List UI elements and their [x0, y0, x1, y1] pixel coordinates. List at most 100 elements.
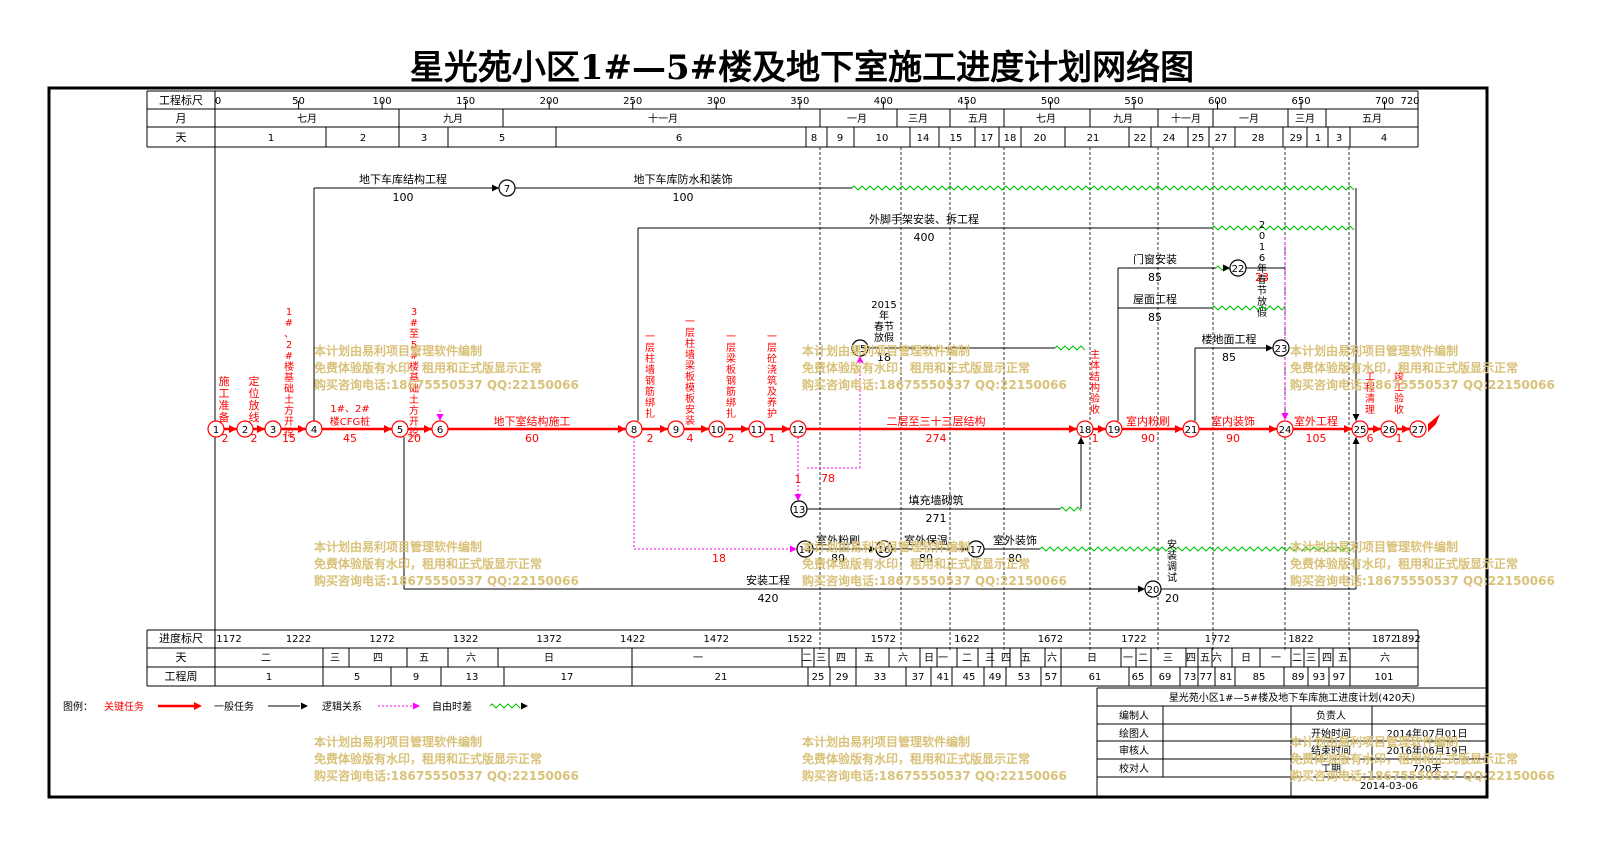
task-name-t_9_10-char: 层 — [685, 327, 695, 339]
task-name-t_18_19-char: 构 — [1090, 381, 1100, 394]
watermark-line1: 本计划由易利项目管理软件编制 — [314, 734, 482, 749]
legend-critical: 关键任务 — [104, 700, 144, 713]
task-name-t_5_6-char: 础 — [409, 383, 419, 395]
scale-label: 工程标尺 — [159, 93, 203, 107]
day-cell: 18 — [1004, 133, 1017, 144]
legend-logic: 逻辑关系 — [322, 700, 362, 713]
network-node — [1272, 339, 1290, 357]
task-name-t_5_6-char: 方 — [409, 404, 419, 417]
task-name-t_11_12-char: 护 — [767, 407, 777, 420]
task-name-t_5_6-char: 开 — [409, 417, 419, 428]
weekday-cell: 三 — [985, 653, 995, 664]
watermark-line2: 免费体验版有水印，租用和正式版显示正常 — [802, 751, 1030, 766]
day-cell: 1 — [268, 133, 274, 144]
task-name-t_11_12-char: 一 — [767, 332, 777, 343]
task-name-t_10_11-char: 绑 — [726, 397, 736, 409]
day-cell: 10 — [876, 133, 889, 144]
task-name-t_8_9-char: 墙 — [645, 363, 655, 376]
day-label: 天 — [176, 131, 187, 144]
task-name-t_2_3-char: 定 — [249, 374, 260, 388]
week-cell: 85 — [1253, 672, 1266, 683]
task-name-t_2015b: 年 — [879, 309, 889, 322]
week-cell: 1 — [266, 672, 272, 683]
legend-critical-arrow — [194, 702, 202, 710]
watermark-line1: 本计划由易利项目管理软件编制 — [314, 539, 482, 554]
task-name-t_5_6-char: 基 — [409, 371, 419, 384]
watermark-line1: 本计划由易利项目管理软件编制 — [314, 343, 482, 358]
task-dur: 105 — [1306, 432, 1327, 445]
network-node-label: 25 — [1354, 425, 1367, 436]
progress-tick: 1222 — [286, 634, 311, 645]
watermark-line3: 购买咨询电话:18675550537 QQ:22150066 — [1290, 377, 1555, 392]
task-name-t_9_10-char: 墙 — [685, 348, 695, 361]
week-cell: 21 — [715, 672, 728, 683]
task-name-t_5_6-char: # — [410, 351, 418, 362]
network-node — [1380, 420, 1398, 438]
task-name-t_2016-char: 放 — [1257, 295, 1267, 308]
day-cell: 28 — [1252, 133, 1265, 144]
info-checker: 校对人 — [1119, 762, 1149, 775]
task-name-t_8_9-char: 筋 — [645, 385, 655, 398]
critical-arrow — [1098, 425, 1106, 433]
month-cell: 三月 — [908, 113, 928, 125]
day-cell: 3 — [421, 133, 427, 144]
task-name-t_18_19-char: 验 — [1090, 392, 1100, 405]
watermark-line2: 免费体验版有水印，租用和正式版显示正常 — [1290, 556, 1518, 571]
week-cell: 73 — [1184, 672, 1197, 683]
weekday-cell: 一 — [938, 653, 948, 664]
month-cell: 九月 — [1113, 113, 1133, 125]
network-node — [748, 420, 766, 438]
task-name-t_26_27-char: 收 — [1394, 403, 1404, 416]
task-name-t_10_11-char: 筋 — [726, 385, 736, 398]
network-node — [1076, 420, 1094, 438]
month-cell: 十一月 — [648, 112, 678, 125]
progress-tick: 1892 — [1395, 634, 1420, 645]
float-label: 1 — [795, 473, 802, 486]
network-node-label: 4 — [311, 425, 317, 436]
task-dur: 2 — [222, 432, 229, 445]
critical-arrow — [1269, 425, 1277, 433]
task-name-t_roof: 屋面工程 — [1133, 293, 1177, 306]
critical-arrow — [229, 425, 237, 433]
weekday-cell: 日 — [924, 653, 934, 664]
week-cell: 33 — [874, 672, 887, 683]
task-name-t_2015d: 放假 — [874, 331, 894, 344]
week-cell: 37 — [912, 672, 925, 683]
task-name-t_4_7: 地下车库结构工程 — [359, 172, 447, 186]
month-cell: 七月 — [1036, 113, 1056, 125]
progress-tick: 1472 — [704, 634, 729, 645]
float-label: 78 — [821, 472, 835, 485]
task-arrow — [961, 545, 968, 553]
day-cell: 3 — [1336, 133, 1342, 144]
progress-tick: 1322 — [453, 634, 478, 645]
task-dur: 80 — [831, 552, 845, 565]
critical-arrow — [782, 425, 790, 433]
task-name-t_3_4-char: 土 — [284, 393, 294, 406]
legend-free-wavy — [489, 703, 521, 709]
info-owner: 负责人 — [1316, 709, 1346, 722]
week-label: 工程周 — [165, 670, 198, 683]
task-dur: 100 — [673, 191, 694, 204]
weekday-cell: 六 — [898, 652, 908, 664]
critical-arrow — [1175, 425, 1183, 433]
task-dur: 400 — [914, 231, 935, 244]
network-node — [796, 540, 814, 558]
weekday-cell: 六 — [1380, 652, 1390, 664]
task-dur: 420 — [758, 592, 779, 605]
progress-tick: 1772 — [1205, 634, 1230, 645]
legend-normal: 一般任务 — [214, 700, 254, 713]
free-time-wavy — [1211, 305, 1286, 311]
network-node-label: 12 — [792, 425, 805, 436]
legend-logic-arrow — [413, 702, 420, 710]
week-cell: 65 — [1132, 672, 1145, 683]
network-node — [625, 420, 643, 438]
task-name-t_9_10-char: 梁 — [685, 359, 695, 372]
info-period-label: 工期 — [1321, 763, 1341, 775]
week-cell: 57 — [1045, 672, 1058, 683]
network-node-label: 20 — [1147, 585, 1160, 596]
day-cell: 9 — [837, 133, 843, 144]
week-cell: 61 — [1089, 672, 1102, 683]
week-cell: 29 — [836, 672, 849, 683]
free-time-wavy — [1054, 345, 1086, 351]
network-node — [305, 420, 323, 438]
